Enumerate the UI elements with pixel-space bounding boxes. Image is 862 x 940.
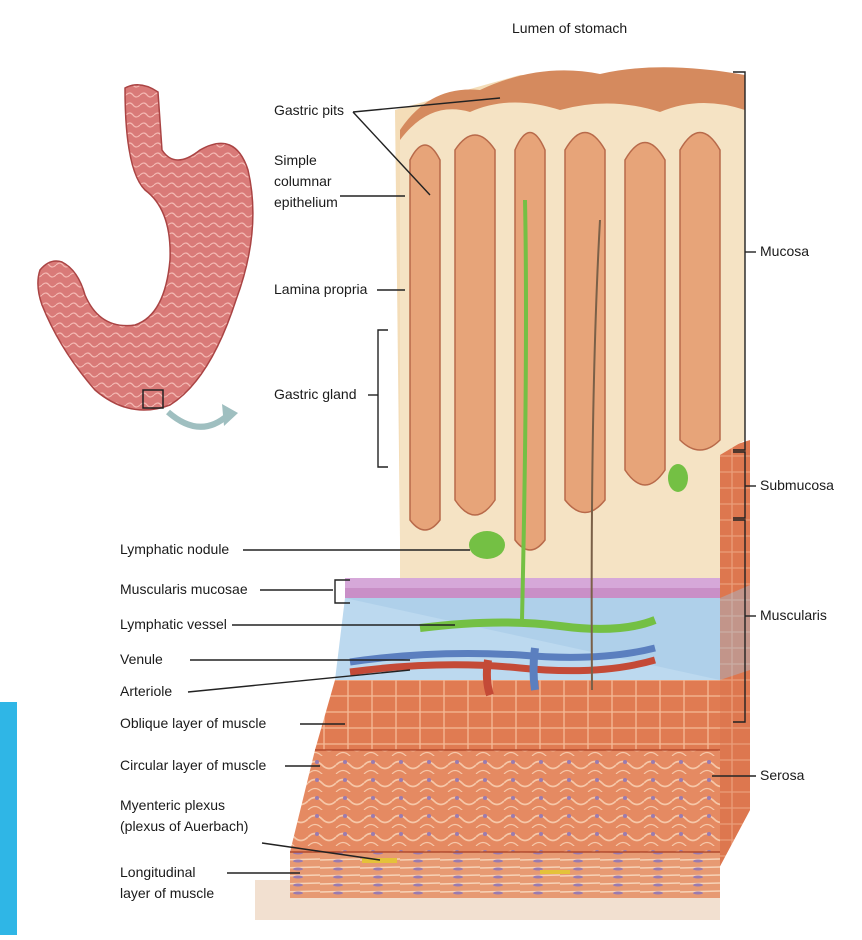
label-muscularis: Muscularis (760, 605, 827, 626)
arrow-icon (168, 412, 228, 427)
label-simple-columnar: Simple columnar epithelium (274, 150, 338, 213)
label-lymphatic-nodule: Lymphatic nodule (120, 539, 229, 560)
label-gastric-gland: Gastric gland (274, 384, 356, 405)
label-mucosa: Mucosa (760, 241, 809, 262)
label-myenteric-plexus: Myenteric plexus (plexus of Auerbach) (120, 795, 248, 837)
label-lamina-propria: Lamina propria (274, 279, 367, 300)
stomach-icon (38, 85, 253, 427)
label-circular-layer: Circular layer of muscle (120, 755, 266, 776)
label-longitudinal-layer: Longitudinal layer of muscle (120, 862, 214, 904)
label-lymphatic-vessel: Lymphatic vessel (120, 614, 227, 635)
accent-bar (0, 702, 17, 935)
label-lumen: Lumen of stomach (512, 18, 627, 39)
label-arteriole: Arteriole (120, 681, 172, 702)
label-muscularis-mucosae: Muscularis mucosae (120, 579, 248, 600)
label-venule: Venule (120, 649, 163, 670)
label-oblique-layer: Oblique layer of muscle (120, 713, 266, 734)
lymph-nodule-shape (469, 531, 505, 559)
label-gastric-pits: Gastric pits (274, 100, 344, 121)
label-submucosa: Submucosa (760, 475, 834, 496)
submucosa-layer (335, 578, 750, 695)
label-serosa: Serosa (760, 765, 804, 786)
